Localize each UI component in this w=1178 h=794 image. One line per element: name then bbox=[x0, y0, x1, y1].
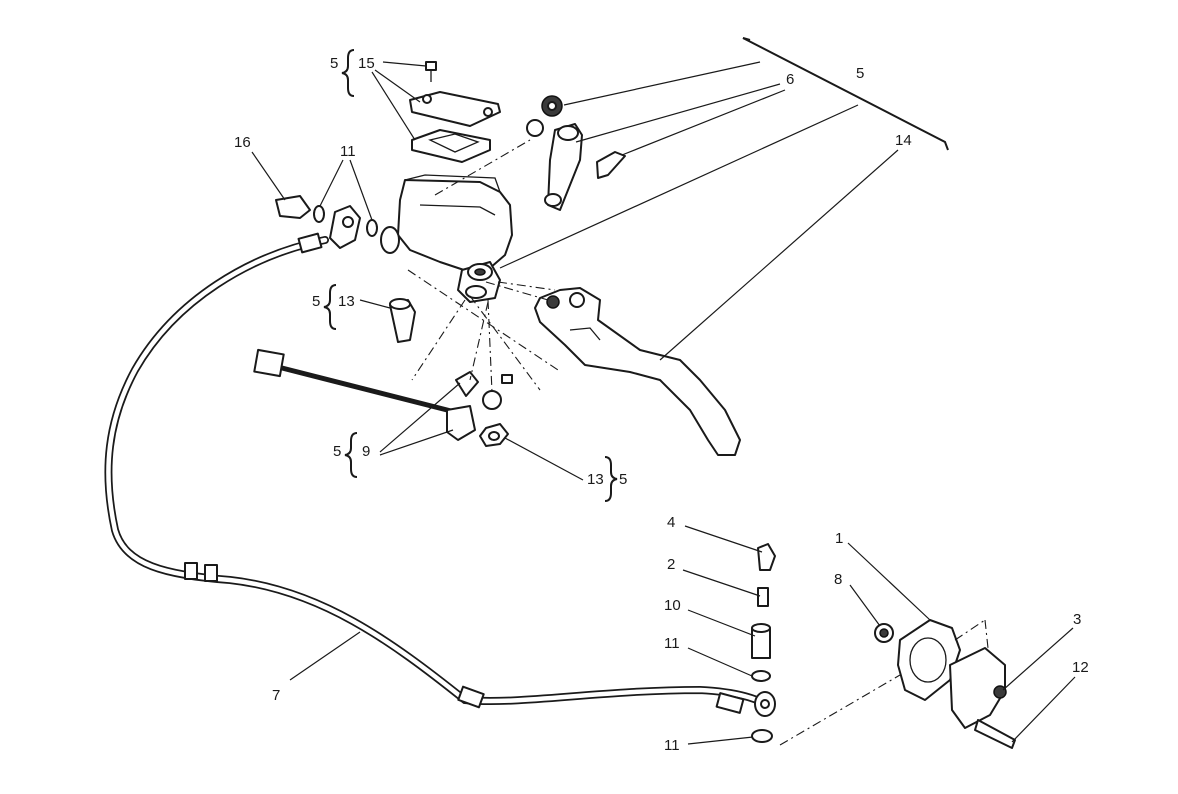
callout-11-low: 11 bbox=[664, 737, 680, 754]
callout-16: 16 bbox=[234, 134, 251, 151]
reservoir-cap bbox=[409, 91, 501, 127]
clamp-screw bbox=[596, 151, 626, 179]
hose-clip-left bbox=[184, 562, 198, 580]
callout-3: 3 bbox=[1073, 611, 1081, 628]
switch-connector bbox=[253, 348, 285, 378]
pivot-washer bbox=[482, 390, 502, 410]
bleeder-assembly bbox=[751, 543, 776, 743]
callout-12: 12 bbox=[1072, 659, 1089, 676]
assembly-lines bbox=[407, 139, 989, 746]
reservoir-cap-assembly bbox=[409, 61, 501, 163]
bleeder-valve bbox=[757, 587, 769, 607]
callout-5-top-right: 5 bbox=[856, 65, 864, 82]
callout-11-upper: 11 bbox=[340, 143, 356, 160]
callout-5-mid-left: 5 bbox=[312, 293, 320, 310]
hose-clip-right bbox=[204, 564, 218, 582]
slave-cylinder-body bbox=[949, 647, 1006, 729]
callout-11-mid: 11 bbox=[664, 635, 680, 652]
sealing-washer-upper-a bbox=[313, 205, 325, 223]
callout-8: 8 bbox=[834, 571, 842, 588]
callout-labels: 5 15 16 11 5 13 5 9 13 5 6 5 14 4 2 10 1… bbox=[234, 55, 1089, 754]
switch-body bbox=[446, 405, 476, 441]
banjo-bolt bbox=[275, 195, 311, 219]
sealing-washer-lower bbox=[751, 729, 773, 743]
callout-15: 15 bbox=[358, 55, 375, 72]
slave-cylinder-assembly bbox=[874, 619, 1016, 749]
clutch-lever bbox=[534, 287, 741, 456]
callout-9: 9 bbox=[362, 443, 370, 460]
reservoir-diaphragm bbox=[411, 129, 491, 163]
callout-5-lower-left: 5 bbox=[333, 443, 341, 460]
cap-screw-head bbox=[425, 61, 437, 71]
switch-bracket bbox=[455, 371, 479, 397]
callout-10: 10 bbox=[664, 597, 681, 614]
mirror-clamp-assembly bbox=[526, 95, 626, 211]
callout-5-top-left: 5 bbox=[330, 55, 338, 72]
sealing-washer-upper-b bbox=[366, 219, 378, 237]
hose-ferrule-end bbox=[715, 692, 745, 714]
pivot-bolt bbox=[389, 298, 416, 343]
clutch-hose bbox=[104, 232, 769, 714]
switch-pin bbox=[501, 374, 513, 384]
mirror-clamp bbox=[547, 123, 583, 211]
hose-ferrule-upper bbox=[297, 232, 323, 254]
callout-7: 7 bbox=[272, 687, 280, 704]
slave-screw bbox=[974, 719, 1016, 749]
hose-ferrule-lower bbox=[457, 685, 485, 709]
bleeder-cap bbox=[757, 543, 776, 571]
sealing-washer-mid bbox=[751, 670, 771, 682]
clutch-switch-assembly bbox=[253, 348, 513, 447]
kit-bracket-line bbox=[742, 37, 949, 151]
callout-1: 1 bbox=[835, 530, 843, 547]
callout-13-lower: 13 bbox=[587, 471, 604, 488]
clamp-o-ring bbox=[526, 119, 544, 137]
curly-braces bbox=[323, 49, 618, 502]
banjo-port bbox=[380, 226, 400, 254]
callout-6: 6 bbox=[786, 71, 794, 88]
callout-4: 4 bbox=[667, 514, 675, 531]
callout-2: 2 bbox=[667, 556, 675, 573]
banjo-bolt-assembly bbox=[275, 195, 378, 249]
leader-lines bbox=[251, 61, 1076, 745]
callout-13-upper: 13 bbox=[338, 293, 355, 310]
callout-14: 14 bbox=[895, 132, 912, 149]
callout-5-lower-right: 5 bbox=[619, 471, 627, 488]
master-cylinder bbox=[380, 174, 513, 303]
